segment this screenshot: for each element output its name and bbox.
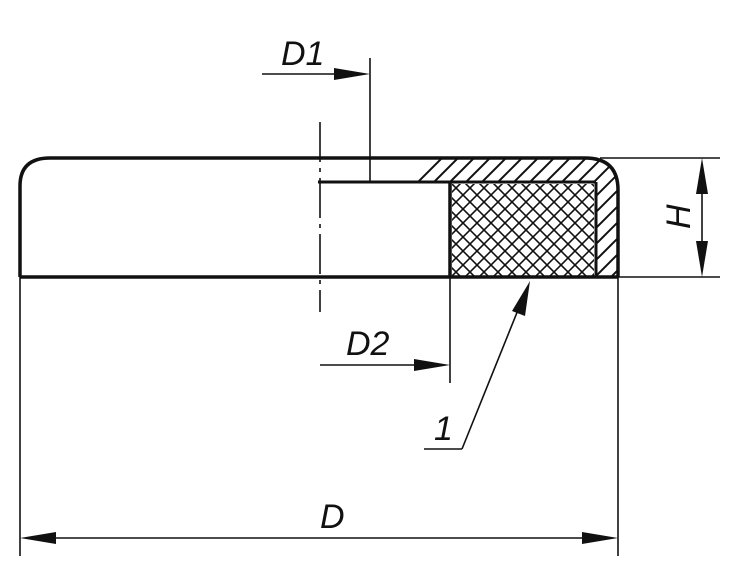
crosshatch-line — [452, 210, 519, 277]
crosshatch-line — [452, 238, 491, 277]
arrowhead — [512, 281, 530, 316]
dimension-d1: D1 — [262, 35, 370, 80]
label-d1: D1 — [281, 35, 324, 73]
label-h: H — [660, 204, 698, 229]
crosshatch-line — [548, 184, 594, 230]
crosshatch-line — [634, 170, 750, 290]
crosshatch-line — [452, 252, 477, 277]
crosshatch-line — [464, 184, 561, 277]
crosshatch-line — [718, 170, 750, 290]
label-item-1: 1 — [434, 410, 453, 448]
arrowhead — [414, 359, 450, 371]
crosshatch-line — [478, 184, 575, 277]
crosshatch-line — [534, 184, 594, 244]
crosshatch-line — [576, 184, 594, 202]
crosshatch-line — [452, 184, 476, 208]
crosshatch-line — [704, 170, 750, 290]
arrowhead — [696, 158, 708, 194]
arrowhead — [20, 532, 56, 544]
hatch-line — [571, 158, 618, 277]
crosshatch-line — [606, 170, 726, 290]
crosshatch-line — [492, 184, 589, 277]
crosshatch-line — [506, 184, 594, 272]
crosshatch-line — [452, 184, 462, 194]
hatch-line — [587, 158, 618, 277]
crosshatch-line — [452, 184, 547, 277]
arrowhead — [334, 68, 370, 80]
crosshatch-line — [520, 184, 594, 258]
label-d: D — [320, 498, 345, 536]
crosshatch-line — [562, 184, 594, 216]
dimension-h: H — [660, 158, 708, 277]
arrowhead — [696, 241, 708, 277]
dimension-d: D — [20, 498, 618, 544]
crosshatch-line — [606, 170, 726, 290]
crosshatch-line — [452, 196, 533, 277]
magnet-crosshatch — [340, 170, 750, 290]
crosshatch-line — [704, 170, 750, 290]
crosshatch-line — [718, 170, 750, 290]
crosshatch-line — [340, 170, 460, 290]
extension-lines — [19, 58, 720, 556]
crosshatch-line — [452, 184, 490, 222]
crosshatch-line — [340, 170, 460, 290]
crosshatch-line — [676, 170, 750, 290]
crosshatch-line — [575, 258, 594, 277]
crosshatch-line — [620, 170, 740, 290]
crosshatch-line — [620, 170, 740, 290]
label-d2: D2 — [346, 325, 390, 363]
crosshatch-line — [547, 230, 594, 277]
leader-item-1: 1 — [424, 281, 530, 450]
crosshatch-line — [676, 170, 750, 290]
crosshatch-line — [561, 244, 594, 277]
crosshatch-line — [452, 224, 505, 277]
arrowhead — [582, 532, 618, 544]
crosshatch-line — [452, 266, 463, 277]
crosshatch-line — [634, 170, 750, 290]
dimension-d2: D2 — [320, 325, 450, 371]
